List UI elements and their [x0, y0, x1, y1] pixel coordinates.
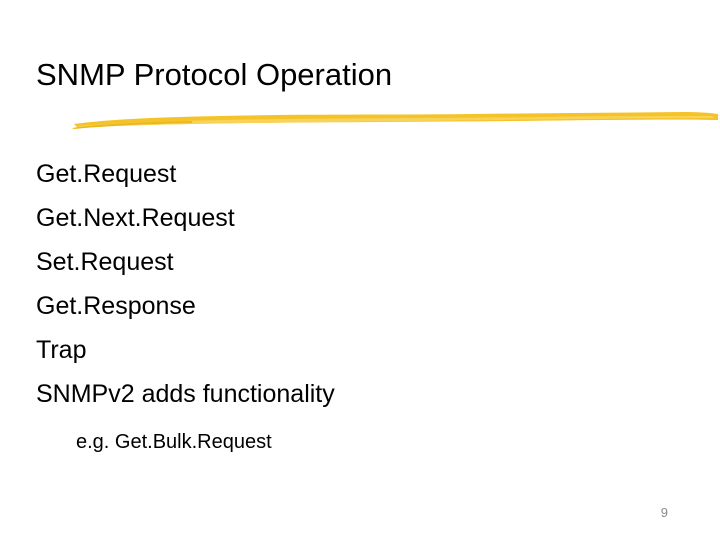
list-item: Get.Response	[36, 292, 196, 320]
list-item: Trap	[36, 336, 87, 364]
list-item-sub: e.g. Get.Bulk.Request	[76, 431, 272, 453]
page-number: 9	[660, 505, 668, 520]
list-item: SNMPv2 adds functionality	[36, 380, 335, 408]
list-item: Get.Next.Request	[36, 204, 235, 232]
title-underline-brushstroke	[72, 110, 720, 132]
list-item: Get.Request	[36, 160, 177, 188]
list-item: Set.Request	[36, 248, 174, 276]
bullet-list: Get.Request Get.Next.Request Set.Request…	[36, 152, 686, 462]
page-title: SNMP Protocol Operation	[36, 57, 393, 92]
